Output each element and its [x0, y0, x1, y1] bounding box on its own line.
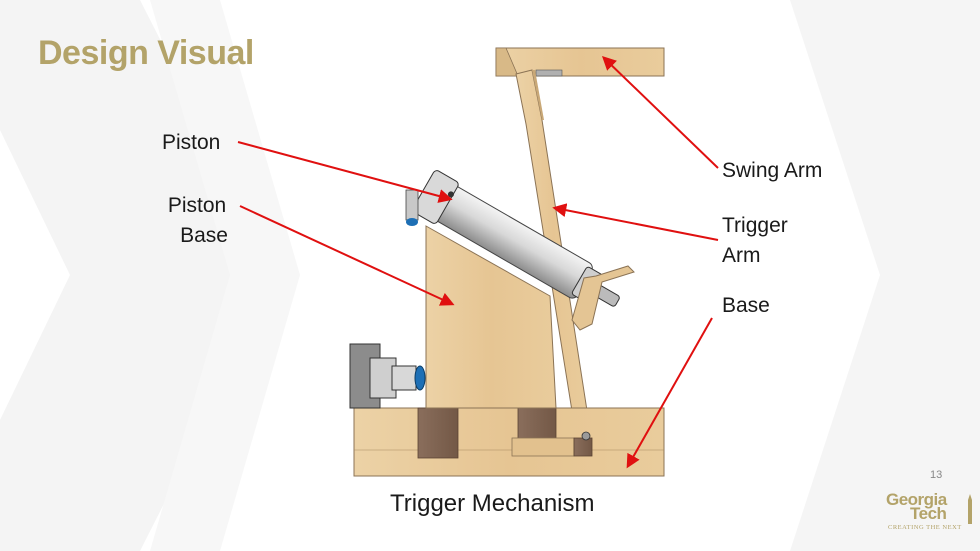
label-trigger-arm: Trigger Arm [722, 211, 788, 271]
piston-fitting [405, 189, 419, 226]
label-piston: Piston [162, 131, 221, 154]
page-number: 13 [930, 469, 943, 481]
tech-tower-icon [968, 494, 972, 524]
trigger-bracket [571, 265, 635, 331]
label-base: Base [722, 294, 770, 317]
slide-title: Design Visual [38, 34, 254, 72]
figure-caption: Trigger Mechanism [390, 490, 595, 517]
label-piston-base-line2: Base [180, 224, 228, 247]
label-trigger-arm-line2: Arm [722, 244, 761, 267]
trigger-pivot [581, 431, 591, 441]
logo-tagline: CREATING THE NEXT [888, 524, 962, 531]
georgia-tech-logo: Georgia Tech CREATING THE NEXT [884, 490, 976, 531]
lower-nozzle [349, 343, 426, 409]
trigger-mechanism-drawing [349, 47, 665, 477]
swing-arm-part [495, 47, 665, 77]
label-piston-base-line1: Piston [167, 194, 227, 217]
label-piston-base: Piston Base [162, 191, 232, 251]
logo-line1: Georgia [886, 490, 947, 509]
label-swing-arm: Swing Arm [722, 159, 823, 182]
label-trigger-arm-line1: Trigger [722, 214, 788, 237]
base-part [353, 407, 665, 477]
piston-base-part [425, 225, 557, 409]
logo-line2: Tech [910, 504, 947, 523]
